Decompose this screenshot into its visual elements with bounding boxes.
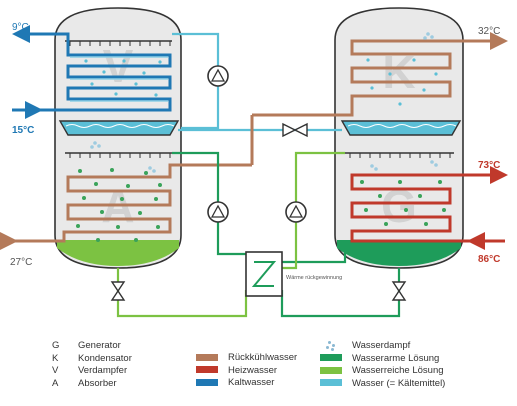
heat-recovery-exchanger (245, 251, 283, 297)
rich-solution-line (116, 268, 248, 318)
temp-left-top: 9°C (12, 22, 29, 33)
right-vessel-generator-condenser: K G (252, 7, 505, 269)
valve-icon (110, 281, 126, 301)
weak-solution-line (172, 151, 246, 256)
heating-water-coil (350, 173, 505, 243)
fluid-legend: Rückkühlwasser Heizwasser Kaltwasser (196, 352, 297, 390)
valve-icon (282, 122, 308, 138)
pump-icon (207, 65, 229, 87)
left-top-spray-nozzles (69, 41, 171, 46)
right-weak-solution-pool (337, 240, 461, 266)
cooling-water-swatch (196, 353, 218, 361)
legend-row: Rückkühlwasser (196, 352, 297, 365)
weak-solution-swatch (320, 354, 342, 362)
left-refrigerant-tray (58, 120, 180, 136)
left-solution-droplets (76, 168, 162, 242)
temp-left-bottom: 27°C (10, 257, 32, 268)
left-water-droplets (84, 59, 162, 97)
left-rich-solution-pool (57, 240, 179, 266)
pump-icon (285, 201, 307, 223)
absorber-cooling-coil (40, 163, 252, 243)
legend-row: Wasserdampf (320, 340, 445, 353)
pump-icon (207, 201, 229, 223)
legend-row: Wasser (= Kältemittel) (320, 378, 445, 391)
legend-row: Kaltwasser (196, 377, 297, 390)
legend-row: Wasserarme Lösung (320, 353, 445, 366)
rich-solution-swatch (320, 366, 342, 374)
right-solution-droplets (360, 180, 446, 226)
temp-right-bottom: 86°C (478, 254, 500, 265)
cold-water-swatch (196, 378, 218, 386)
cold-water-coil (15, 32, 172, 112)
state-legend: Wasserdampf Wasserarme Lösung Wasserreic… (320, 340, 445, 390)
left-vapor-dots (90, 141, 156, 173)
temp-left-mid: 15°C (12, 125, 34, 136)
legend-row: Heizwasser (196, 365, 297, 378)
vapor-dots-icon (320, 340, 342, 352)
heat-exchanger-label: Wärme rückgewinnung (286, 275, 342, 281)
legend-row: Wasserreiche Lösung (320, 365, 445, 378)
heating-water-swatch (196, 366, 218, 374)
refrigerant-swatch (320, 379, 342, 387)
condenser-cooling-coil (252, 39, 505, 117)
right-water-droplets (366, 58, 438, 106)
valve-icon (391, 281, 407, 301)
right-vapor-dots (370, 32, 438, 171)
left-vessel-absorber-evaporator: V A (15, 7, 252, 269)
temp-right-mid: 73°C (478, 160, 500, 171)
right-refrigerant-tray (340, 120, 462, 136)
temp-right-top: 32°C (478, 26, 500, 37)
